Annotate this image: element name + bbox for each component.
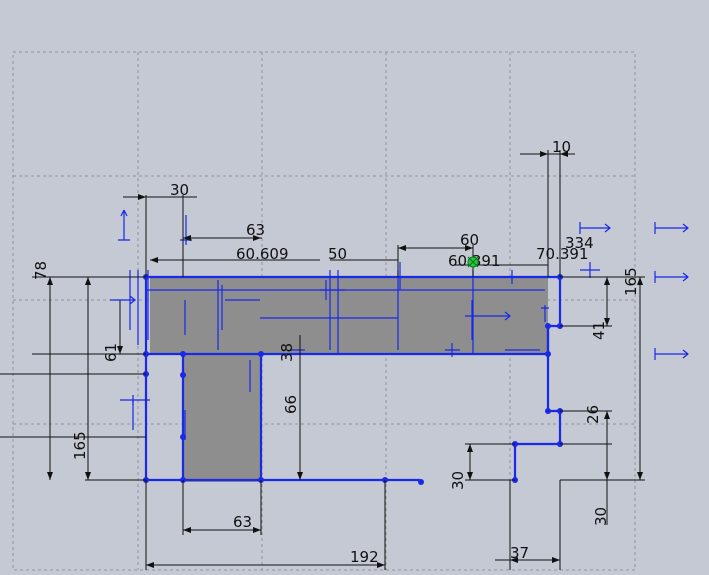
arrowhead (377, 562, 385, 568)
leg-region-fill (183, 354, 261, 482)
dimension-10[interactable]: 10 (552, 138, 571, 156)
coincident-relation-icon[interactable] (580, 262, 600, 278)
sketch-point[interactable] (545, 323, 551, 329)
arrowhead (398, 245, 406, 251)
vertical-relation-icon[interactable] (118, 209, 130, 241)
horizontal-relation-icon[interactable] (221, 285, 260, 330)
arrowhead (183, 235, 191, 241)
arrowhead (467, 444, 473, 452)
arrowhead (146, 562, 154, 568)
dimension-61[interactable]: 61 (102, 343, 120, 362)
arrowhead (604, 472, 610, 480)
arrowhead (253, 235, 261, 241)
arrowhead (47, 277, 53, 285)
horizontal-relation-icon[interactable] (654, 348, 689, 360)
arrowhead (510, 557, 518, 563)
arrowhead (637, 277, 643, 285)
dimension-165-left[interactable]: 165 (71, 431, 89, 460)
coincident-relation-icon[interactable] (445, 343, 460, 357)
dimension-41[interactable]: 41 (590, 321, 608, 340)
dimension-66[interactable]: 66 (282, 395, 300, 414)
sketch-point[interactable] (180, 372, 186, 378)
sketch-origin-point[interactable] (467, 256, 479, 268)
arrowhead (297, 472, 303, 480)
sketch-point[interactable] (545, 351, 551, 357)
sketch-point[interactable] (180, 351, 186, 357)
sketch-point[interactable] (418, 479, 424, 485)
arrowhead (604, 318, 610, 326)
relation-markers[interactable] (110, 209, 689, 440)
dimension-60[interactable]: 60 (460, 231, 479, 249)
arrowhead (47, 472, 53, 480)
dimension-60-609[interactable]: 60.609 (236, 245, 289, 263)
dimension-lines (0, 150, 645, 570)
arrowhead (150, 257, 158, 263)
dimension-30-bottom[interactable]: 30 (592, 507, 610, 526)
horizontal-relation-icon[interactable] (110, 295, 136, 305)
arrowhead (85, 277, 91, 285)
dimension-70-391[interactable]: 70.391 (536, 245, 589, 263)
right-step-line[interactable] (513, 326, 562, 480)
arrowhead (467, 472, 473, 480)
sketch-point[interactable] (258, 351, 264, 357)
dimension-334[interactable]: 334 (565, 234, 594, 252)
coincident-relation-icon[interactable] (541, 305, 549, 322)
dimension-30-mid[interactable]: 30 (449, 471, 467, 490)
arrowhead (604, 411, 610, 419)
dimension-63-top[interactable]: 63 (246, 221, 265, 239)
arrowhead (604, 277, 610, 285)
dimension-38[interactable]: 38 (278, 343, 296, 362)
sketch-point[interactable] (545, 408, 551, 414)
arrowhead (117, 346, 123, 354)
arrowhead (465, 245, 473, 251)
filled-profile (150, 278, 548, 482)
sketch-points[interactable] (143, 274, 563, 485)
arrowhead (253, 527, 261, 533)
vertical-relation-icon[interactable] (399, 262, 473, 340)
dimension-63-bottom[interactable]: 63 (233, 513, 252, 531)
arrowhead (560, 151, 568, 157)
dimension-50[interactable]: 50 (328, 245, 347, 263)
dimension-30-top[interactable]: 30 (170, 181, 189, 199)
vertical-relation-icon[interactable] (129, 270, 149, 345)
arrowhead (540, 151, 548, 157)
arrowhead (183, 527, 191, 533)
arrowhead (138, 194, 146, 200)
dimension-37[interactable]: 37 (510, 544, 529, 562)
arrowhead (85, 472, 91, 480)
arrowhead (552, 557, 560, 563)
dimension-192[interactable]: 192 (350, 548, 379, 566)
dimension-78[interactable]: 78 (32, 261, 50, 280)
dimension-26[interactable]: 26 (584, 405, 602, 424)
arrowhead (637, 472, 643, 480)
coincident-relation-icon[interactable] (500, 270, 525, 284)
origin-cross-icon (467, 256, 479, 268)
horizontal-relation-icon[interactable] (654, 271, 689, 283)
coincident-relation-icon[interactable] (320, 280, 345, 300)
horizontal-relation-icon[interactable] (654, 222, 689, 234)
horizontal-relation-icon[interactable] (579, 222, 611, 234)
dimension-165-right[interactable]: 165 (622, 267, 640, 296)
